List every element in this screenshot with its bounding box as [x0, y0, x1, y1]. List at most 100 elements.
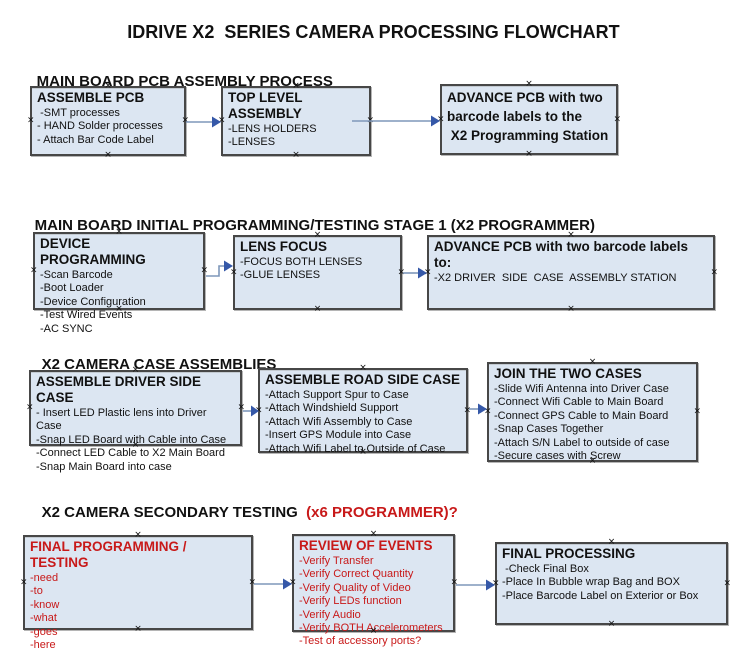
box-title: ASSEMBLE PCB — [37, 90, 145, 105]
box-item: -know — [30, 598, 60, 611]
connection-handle-icon: × — [710, 267, 718, 277]
box-item: -Snap Cases Together — [494, 423, 604, 436]
box-item: -Snap Main Board into case — [36, 460, 172, 473]
section-heading-text: MAIN BOARD INITIAL PROGRAMMING/TESTING S… — [34, 217, 595, 234]
box-item-list: -Verify Transfer-Verify Correct Quantity… — [299, 555, 448, 649]
flow-arrow — [254, 578, 292, 590]
box-item: -Snap LED Board with Cable into Case — [36, 433, 227, 446]
section-heading-case-assemblies: X2 CAMERA CASE ASSEMBLIES — [25, 339, 277, 390]
flow-box-lens-focus[interactable]: LENS FOCUS -FOCUS BOTH LENSES-GLUE LENSE… — [230, 231, 405, 314]
connection-handle-icon: × — [313, 304, 322, 314]
connection-handle-icon: × — [693, 406, 701, 417]
flow-arrow — [186, 116, 221, 128]
box-item: - Insert LED Plastic lens into Driver Ca… — [36, 407, 210, 433]
box-item: -Place In Bubble wrap Bag and BOX — [502, 576, 680, 589]
box-item: -Test Wired Events — [40, 309, 133, 322]
box-title: ASSEMBLE ROAD SIDE CASE — [265, 372, 461, 387]
box-item: -Verify BOTH Accelerometers — [299, 622, 443, 635]
box-title: FINAL PROGRAMMING / TESTING — [30, 539, 191, 570]
flow-box-advance-pcb-case-assembly[interactable]: ADVANCE PCB with two barcode labels to: … — [424, 231, 718, 314]
box-item: -Boot Loader — [40, 282, 104, 295]
box-item: -Verify Correct Quantity — [299, 568, 414, 581]
connection-handle-icon: × — [723, 578, 731, 588]
flow-box-join-the-two-cases[interactable]: JOIN THE TWO CASES -Slide Wifi Antenna i… — [484, 358, 701, 466]
connection-handle-icon: × — [27, 115, 35, 126]
box-item: -Attach Support Spur to Case — [265, 389, 409, 401]
box-item: -SMT processes — [37, 107, 120, 119]
flow-box-review-of-events[interactable]: REVIEW OF EVENTS -Verify Transfer-Verify… — [289, 530, 458, 648]
flow-arrow — [352, 115, 440, 127]
box-item: -to — [30, 585, 43, 598]
box-item: -FOCUS BOTH LENSES — [240, 256, 363, 268]
box-title: REVIEW OF EVENTS — [299, 538, 433, 553]
box-item-list: -Slide Wifi Antenna into Driver Case-Con… — [494, 383, 691, 463]
connection-handle-icon: × — [525, 149, 533, 159]
box-item: -Test of accessory ports? — [299, 635, 422, 648]
flow-box-assemble-driver-side-case[interactable]: ASSEMBLE DRIVER SIDE CASE - Insert LED P… — [26, 366, 245, 473]
box-title: ASSEMBLE DRIVER SIDE CASE — [36, 374, 205, 405]
box-item-list: -need-to-know-what-goes-here — [30, 572, 246, 652]
box-item: -Attach S/N Label to outside of case — [494, 436, 670, 449]
box-title: ADVANCE PCB with two barcode labels to t… — [447, 90, 609, 143]
box-item-list: -LENS HOLDERS-LENSES — [228, 123, 364, 150]
flow-arrow-elbow — [206, 260, 233, 277]
box-item: -goes — [30, 625, 58, 638]
box-item: -Attach Windshield Support — [265, 402, 399, 415]
box-item: -Check Final Box — [502, 563, 589, 575]
connection-handle-icon: × — [26, 402, 34, 413]
connection-handle-icon: × — [607, 619, 616, 629]
box-item-list: -FOCUS BOTH LENSES-GLUE LENSES — [240, 256, 395, 283]
section-heading-pcb-assembly: MAIN BOARD PCB ASSEMBLY PROCESS — [20, 56, 333, 107]
flow-arrow — [456, 579, 495, 591]
page-title: IDRIVE X2 SERIES CAMERA PROCESSING FLOWC… — [127, 22, 620, 42]
section-heading-text: MAIN BOARD PCB ASSEMBLY PROCESS — [36, 73, 333, 90]
flow-box-final-processing[interactable]: FINAL PROCESSING -Check Final Box-Place … — [492, 538, 731, 629]
box-item: -AC SYNC — [40, 322, 93, 335]
box-title: ADVANCE PCB with two barcode labels to: — [434, 239, 692, 270]
section-heading-text: X2 CAMERA SECONDARY TESTING — [41, 504, 307, 521]
box-item: -Attach Wifi Label to Outside of Case — [265, 442, 446, 455]
box-title: JOIN THE TWO CASES — [494, 366, 642, 381]
box-item: -Verify Audio — [299, 608, 361, 621]
box-item: -Place Barcode Label on Exterior or Box — [502, 589, 699, 602]
box-item-list: -X2 DRIVER SIDE CASE ASSEMBLY STATION — [434, 272, 708, 285]
box-item: - Attach Bar Code Label — [37, 133, 154, 146]
flow-box-advance-pcb-programming-station[interactable]: ADVANCE PCB with two barcode labels to t… — [437, 80, 621, 159]
connection-handle-icon: × — [104, 150, 112, 160]
box-title: LENS FOCUS — [240, 239, 328, 254]
box-item: -Secure cases with Screw — [494, 450, 621, 463]
box-item: -need — [30, 572, 59, 584]
section-heading-red-text: (x6 PROGRAMMER)? — [306, 504, 458, 521]
box-item: -LENS HOLDERS — [228, 123, 317, 135]
box-item: -X2 DRIVER SIDE CASE ASSEMBLY STATION — [434, 272, 677, 284]
box-item: -Connect Wifi Cable to Main Board — [494, 396, 664, 409]
box-item-list: -Check Final Box-Place In Bubble wrap Ba… — [502, 563, 721, 603]
box-item: -here — [30, 639, 56, 652]
box-item: -Slide Wifi Antenna into Driver Case — [494, 383, 669, 395]
box-item: -Verify Transfer — [299, 555, 374, 567]
flow-arrow — [403, 267, 427, 279]
box-item: - HAND Solder processes — [37, 120, 163, 133]
box-item-list: -Scan Barcode-Boot Loader-Device Configu… — [40, 269, 198, 336]
box-item: -what — [30, 612, 57, 625]
box-item: -Device Configuration — [40, 295, 146, 308]
flow-box-assemble-pcb[interactable]: ASSEMBLE PCB -SMT processes- HAND Solder… — [27, 82, 189, 160]
box-item: -Insert GPS Module into Case — [265, 429, 412, 442]
section-heading-secondary-testing: X2 CAMERA SECONDARY TESTING (x6 PROGRAMM… — [25, 487, 458, 538]
flow-arrow — [469, 403, 487, 415]
flow-box-assemble-road-side-case[interactable]: ASSEMBLE ROAD SIDE CASE -Attach Support … — [255, 364, 471, 457]
box-item: -Connect LED Cable to X2 Main Board — [36, 447, 225, 460]
connection-handle-icon: × — [567, 304, 575, 314]
connection-handle-icon: × — [30, 265, 38, 276]
box-item: -Attach Wifi Assembly to Case — [265, 415, 413, 428]
box-item: -Verify LEDs function — [299, 595, 402, 608]
connection-handle-icon: × — [613, 114, 621, 124]
flow-box-final-programming-testing[interactable]: FINAL PROGRAMMING / TESTING -need-to-kno… — [20, 531, 256, 652]
flow-box-device-programming[interactable]: DEVICE PROGRAMMING -Scan Barcode-Boot Lo… — [30, 228, 208, 335]
flow-box-top-level-assembly[interactable]: TOP LEVEL ASSEMBLY -LENS HOLDERS-LENSES … — [218, 82, 374, 160]
connection-handle-icon: × — [20, 577, 28, 587]
section-heading-initial-programming: MAIN BOARD INITIAL PROGRAMMING/TESTING S… — [18, 200, 595, 251]
box-item-list: -Attach Support Spur to Case-Attach Wind… — [265, 389, 461, 456]
box-item: -Scan Barcode — [40, 269, 113, 281]
